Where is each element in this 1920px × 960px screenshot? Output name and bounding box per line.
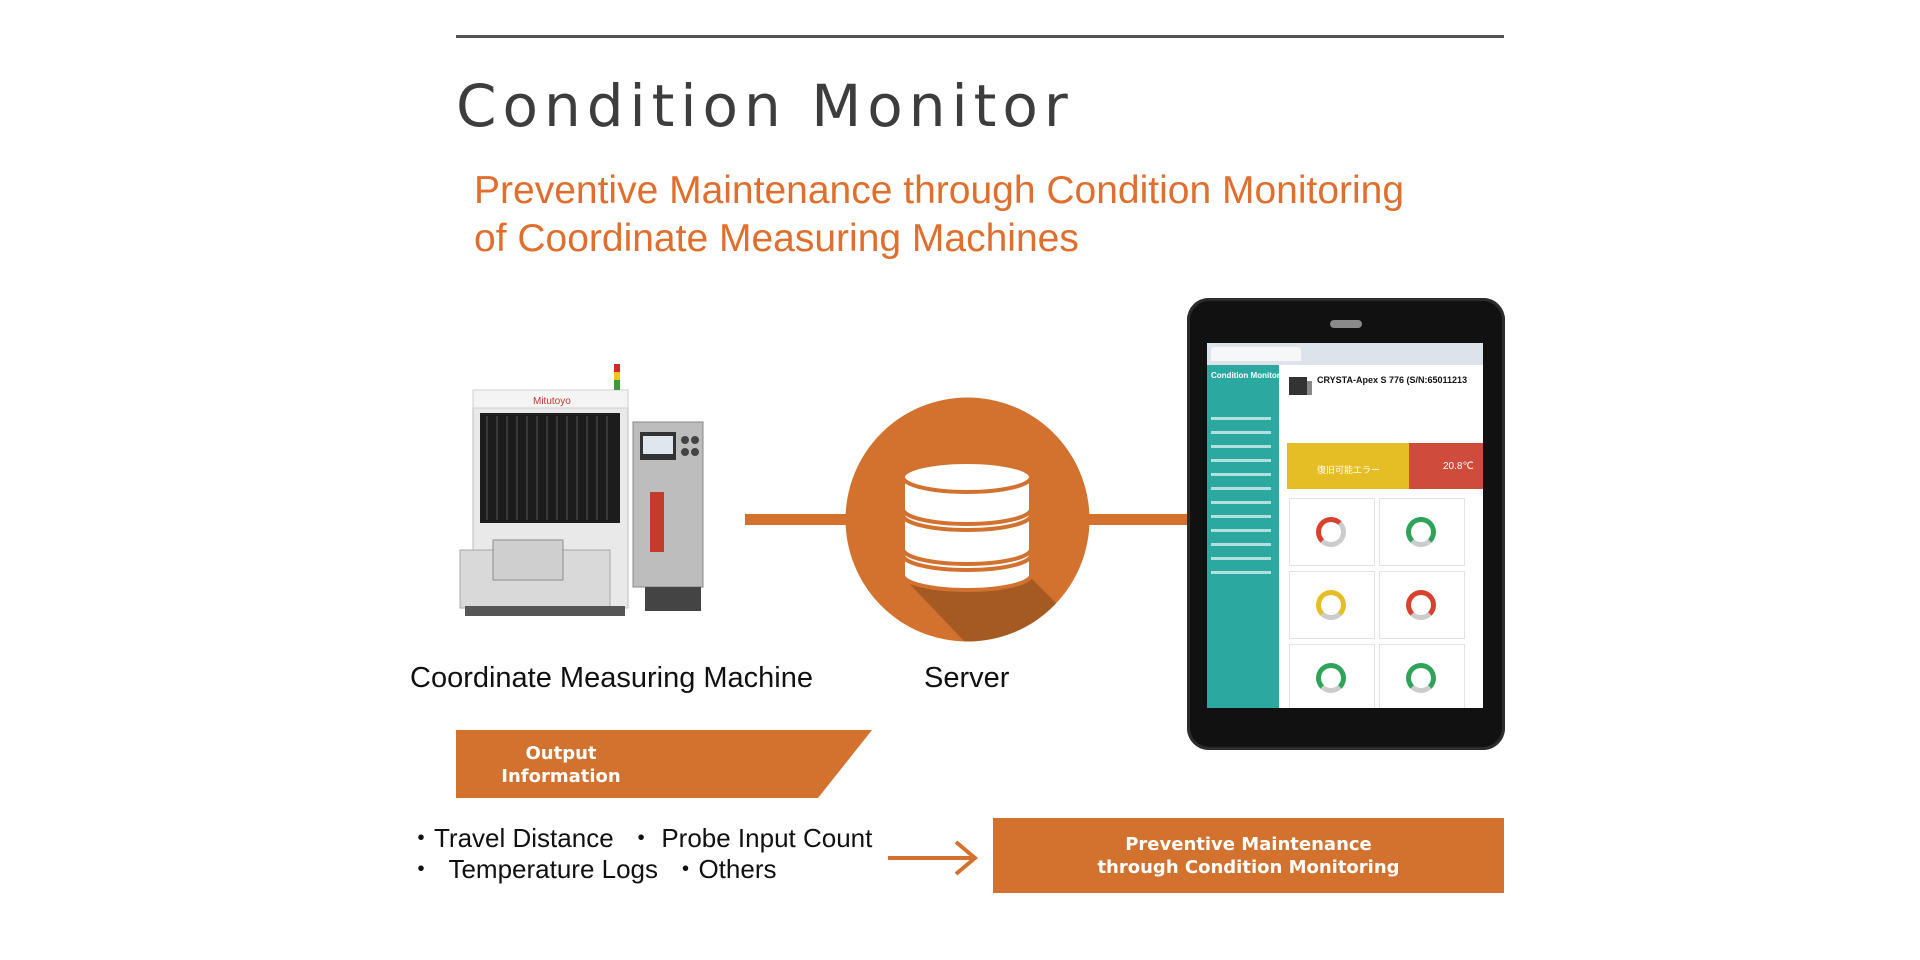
browser-tab[interactable] [1211, 347, 1301, 361]
gauge-icon [1316, 517, 1346, 547]
status-text: 復旧可能エラー [1317, 465, 1381, 475]
app-name: Condition Monitor [1211, 371, 1280, 380]
device-name: CRYSTA-Apex S 776 (S/N:65011213 [1317, 375, 1468, 385]
sidebar-item[interactable] [1211, 571, 1271, 574]
sidebar-item[interactable] [1211, 543, 1271, 546]
subtitle-line-2: of Coordinate Measuring Machines [474, 217, 1079, 260]
output-items-line-2: ・ Temperature Logs ・Others [408, 854, 777, 884]
sidebar-item[interactable] [1211, 501, 1271, 504]
machine-brand-text: Mitutoyo [533, 396, 571, 407]
metric-card [1289, 498, 1375, 566]
gauge-icon [1406, 663, 1436, 693]
metric-card [1379, 571, 1465, 639]
tablet-speaker [1330, 320, 1362, 328]
metric-card [1289, 644, 1375, 708]
right-arrow-icon [888, 840, 979, 876]
top-divider [456, 35, 1504, 38]
tablet-screen: Condition Monitor CRYSTA-Apex S 776 (S/N… [1207, 343, 1483, 708]
connector-machine-server [745, 514, 855, 525]
sidebar-item[interactable] [1211, 515, 1271, 518]
tablet-device: Condition Monitor CRYSTA-Apex S 776 (S/N… [1187, 298, 1505, 750]
sidebar-item[interactable] [1211, 459, 1271, 462]
status-card: 復旧可能エラー [1287, 443, 1409, 489]
sidebar-item[interactable] [1211, 445, 1271, 448]
sidebar-item[interactable] [1211, 557, 1271, 560]
app-sidebar: Condition Monitor [1207, 365, 1280, 708]
page-title: Condition Monitor [456, 72, 1074, 140]
gauge-icon [1406, 590, 1436, 620]
output-information-banner [456, 730, 872, 798]
preventive-maintenance-banner: Preventive Maintenance through Condition… [993, 818, 1504, 893]
device-header: CRYSTA-Apex S 776 (S/N:65011213 [1287, 371, 1477, 401]
metric-card [1289, 571, 1375, 639]
coordinate-measuring-machine-image: Mitutoyo [459, 364, 704, 616]
temperature-card: 20.8℃ [1409, 443, 1483, 489]
browser-toolbar [1207, 343, 1483, 365]
gauge-icon [1406, 517, 1436, 547]
preventive-maintenance-label: Preventive Maintenance through Condition… [1097, 834, 1400, 878]
machine-label: Coordinate Measuring Machine [410, 662, 813, 694]
output-information-label: Output Information [501, 743, 621, 787]
database-icon [845, 397, 1090, 642]
gauge-icon [1316, 663, 1346, 693]
server-label: Server [924, 662, 1010, 694]
gauge-icon [1316, 590, 1346, 620]
output-items-line-1: ・Travel Distance ・ Probe Input Count [408, 823, 873, 853]
subtitle-line-1: Preventive Maintenance through Condition… [474, 169, 1405, 212]
sidebar-item[interactable] [1211, 473, 1271, 476]
sidebar-item[interactable] [1211, 431, 1271, 434]
metric-card [1379, 644, 1465, 708]
sidebar-item[interactable] [1211, 529, 1271, 532]
connector-server-tablet [1080, 514, 1192, 525]
metric-card [1379, 498, 1465, 566]
sidebar-item[interactable] [1211, 487, 1271, 490]
temperature-text: 20.8℃ [1443, 461, 1474, 472]
machine-thumbnail-icon [1289, 377, 1312, 395]
sidebar-item[interactable] [1211, 417, 1271, 420]
